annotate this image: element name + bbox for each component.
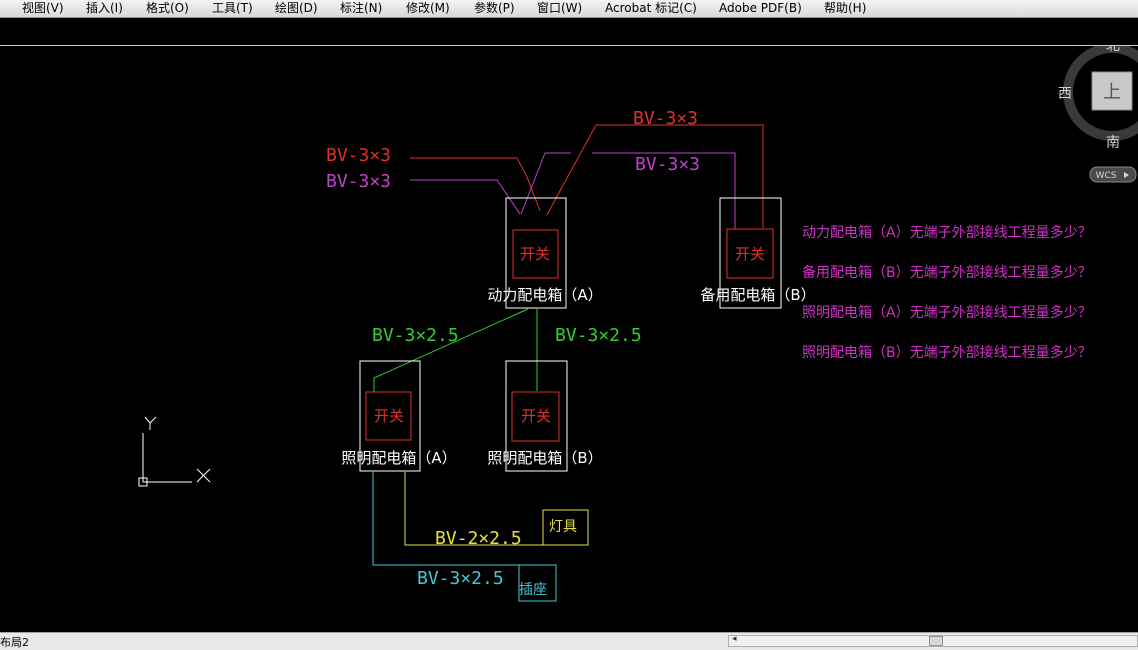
menu-bar: 视图(V) 插入(I) 格式(O) 工具(T) 绘图(D) 标注(N) 修改(M… bbox=[0, 0, 1138, 18]
menu-acrobat[interactable]: Acrobat 标记(C) bbox=[605, 1, 697, 15]
cable-label-red-left: BV-3×3 bbox=[326, 145, 391, 166]
cable-label-magenta-left: BV-3×3 bbox=[326, 171, 391, 192]
menu-parameters[interactable]: 参数(P) bbox=[474, 1, 515, 15]
box-backup-b[interactable]: 开关 bbox=[719, 197, 782, 309]
green-wires[interactable] bbox=[373, 308, 538, 392]
status-bar: 布局2 ◂ bbox=[0, 632, 1138, 650]
wcs-menu-button[interactable] bbox=[1089, 166, 1137, 183]
horizontal-scrollbar[interactable]: ◂ bbox=[728, 634, 1138, 647]
cable-label-green-right: BV-3×2.5 bbox=[555, 325, 642, 346]
menu-help[interactable]: 帮助(H) bbox=[824, 1, 867, 15]
menu-tools[interactable]: 工具(T) bbox=[212, 1, 253, 15]
tab-strip bbox=[0, 18, 1138, 46]
compass-north[interactable]: 北 bbox=[1106, 46, 1120, 54]
box-light-a-label: 照明配电箱（A） bbox=[341, 449, 456, 467]
box-light-b-label: 照明配电箱（B） bbox=[487, 449, 602, 467]
drawing-svg: 上 北 南 西 WCS 开关 bbox=[138, 46, 1138, 602]
menu-window[interactable]: 窗口(W) bbox=[537, 1, 583, 15]
viewcube-ring[interactable] bbox=[1063, 46, 1138, 141]
layout-tab[interactable]: 布局2 bbox=[0, 636, 29, 649]
compass-south[interactable]: 南 bbox=[1106, 135, 1120, 151]
menu-view[interactable]: 视图(V) bbox=[22, 1, 64, 15]
cable-label-cyan: BV-3×2.5 bbox=[417, 568, 504, 589]
menu-dimension[interactable]: 标注(N) bbox=[340, 1, 383, 15]
switch-label: 开关 bbox=[374, 407, 404, 425]
menu-adobe-pdf[interactable]: Adobe PDF(B) bbox=[719, 1, 802, 15]
switch-label: 开关 bbox=[735, 245, 765, 263]
yellow-wire[interactable] bbox=[404, 472, 543, 546]
switch-label: 开关 bbox=[521, 407, 551, 425]
socket-fixture[interactable]: 插座 bbox=[518, 564, 557, 602]
menu-draw[interactable]: 绘图(D) bbox=[275, 1, 318, 15]
socket-label: 插座 bbox=[519, 582, 547, 598]
cable-label-red-top: BV-3×3 bbox=[633, 108, 698, 129]
wcs-label: WCS bbox=[1096, 171, 1117, 181]
question-4: 照明配电箱（B）无端子外部接线工程量多少？ bbox=[802, 344, 1092, 361]
menu-format[interactable]: 格式(O) bbox=[146, 1, 189, 15]
box-power-a[interactable]: 开关 bbox=[505, 197, 567, 309]
question-3: 照明配电箱（A）无端子外部接线工程量多少？ bbox=[802, 304, 1092, 321]
menu-insert[interactable]: 插入(I) bbox=[86, 1, 123, 15]
question-1: 动力配电箱（A）无端子外部接线工程量多少？ bbox=[802, 224, 1092, 241]
cable-label-yellow: BV-2×2.5 bbox=[435, 528, 522, 549]
lamp-label: 灯具 bbox=[549, 519, 577, 535]
magenta-wires[interactable] bbox=[410, 152, 736, 229]
ucs-icon bbox=[138, 416, 211, 487]
red-wires[interactable] bbox=[410, 124, 764, 228]
box-backup-b-label: 备用配电箱（B） bbox=[700, 286, 815, 304]
wcs-dropdown-icon bbox=[1124, 172, 1129, 178]
compass-west[interactable]: 西 bbox=[1058, 86, 1072, 102]
question-2: 备用配电箱（B）无端子外部接线工程量多少？ bbox=[802, 264, 1092, 281]
box-light-a[interactable]: 开关 bbox=[359, 360, 421, 472]
switch-label: 开关 bbox=[520, 245, 550, 263]
box-light-b[interactable]: 开关 bbox=[505, 360, 568, 472]
lamp-fixture[interactable]: 灯具 bbox=[542, 509, 589, 546]
box-power-a-label: 动力配电箱（A） bbox=[487, 286, 602, 304]
cyan-wire[interactable] bbox=[372, 472, 519, 566]
viewcube[interactable]: 上 北 南 西 WCS bbox=[1058, 46, 1138, 183]
viewcube-top-face[interactable] bbox=[1091, 71, 1133, 111]
scrollbar-thumb[interactable] bbox=[929, 636, 943, 646]
drawing-canvas[interactable]: 上 北 南 西 WCS 开关 bbox=[0, 46, 1138, 632]
cable-label-magenta-right: BV-3×3 bbox=[635, 154, 700, 175]
cable-label-green-left: BV-3×2.5 bbox=[372, 325, 459, 346]
menu-modify[interactable]: 修改(M) bbox=[406, 1, 450, 15]
scroll-left-arrow-icon[interactable]: ◂ bbox=[732, 634, 737, 644]
viewcube-top-label: 上 bbox=[1103, 82, 1121, 103]
